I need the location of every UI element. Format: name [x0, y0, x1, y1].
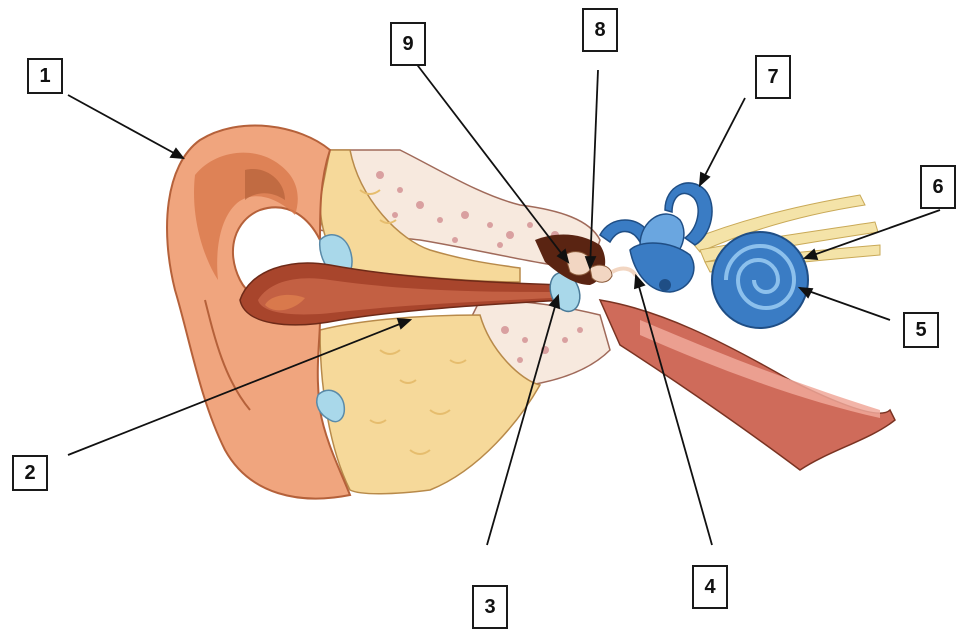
label-text: 2: [24, 462, 35, 485]
label-box-7: 7: [755, 55, 791, 99]
label-box-6: 6: [920, 165, 956, 209]
label-box-9: 9: [390, 22, 426, 66]
label-text: 8: [594, 19, 605, 42]
label-text: 3: [484, 596, 495, 619]
label-box-5: 5: [903, 312, 939, 348]
label-text: 4: [704, 576, 715, 599]
label-text: 1: [39, 65, 50, 88]
label-box-2: 2: [12, 455, 48, 491]
label-box-8: 8: [582, 8, 618, 52]
label-text: 6: [932, 176, 943, 199]
label-box-4: 4: [692, 565, 728, 609]
label-box-1: 1: [27, 58, 63, 94]
label-text: 7: [767, 66, 778, 89]
label-box-3: 3: [472, 585, 508, 629]
label-text: 9: [402, 33, 413, 56]
middle-ear: [535, 235, 636, 285]
label-text: 5: [915, 319, 926, 342]
